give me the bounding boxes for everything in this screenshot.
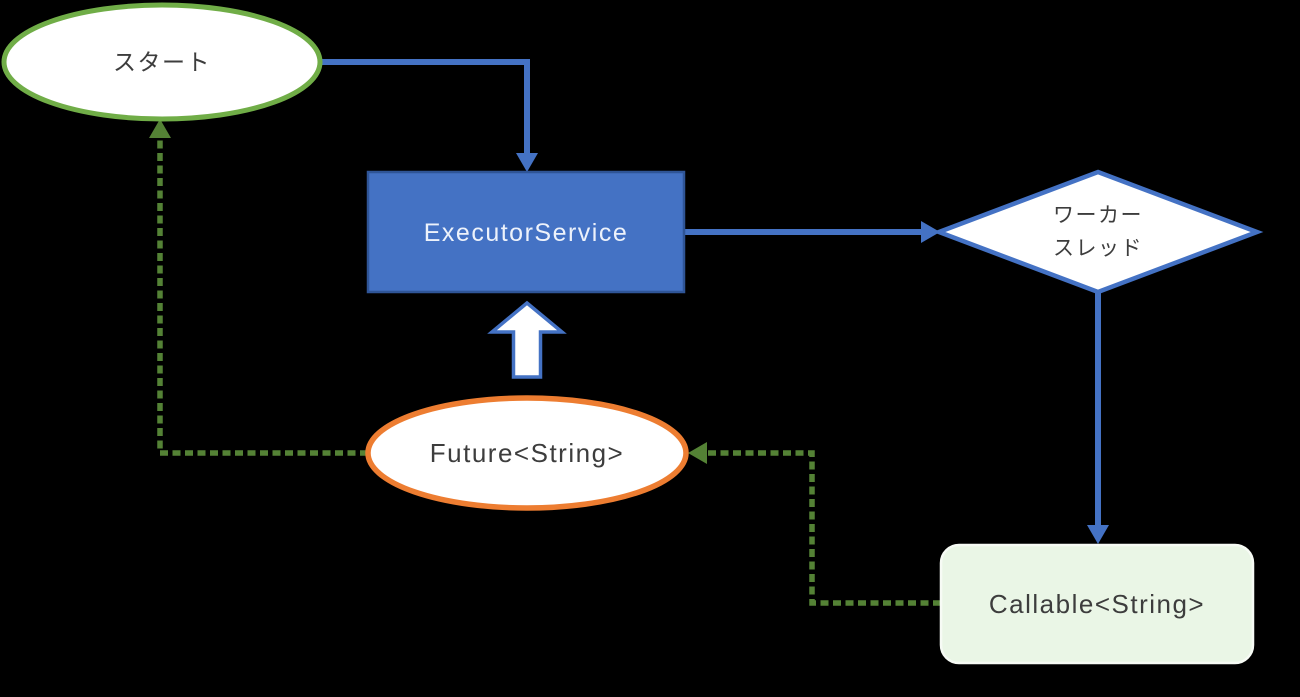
dashed-arrow-callable-to-future [688,442,941,606]
worker-thread-label-line2: スレッド [1053,237,1143,260]
block-arrow-up-future-to-executorservice [487,300,567,379]
node-future: Future<String> [365,395,689,511]
arrowhead-down-icon [1087,525,1109,544]
arrowhead-up-icon [149,119,171,138]
start-label: スタート [113,49,211,75]
dashed-arrow-future-to-start-line [157,136,368,456]
future-ellipse [365,395,689,511]
node-start: スタート [1,2,323,122]
arrow-executorservice-to-worker [684,221,940,243]
worker-thread-diamond [932,169,1264,295]
dashed-arrow-future-to-start [149,119,368,456]
executorservice-rect [366,170,686,294]
arrow-worker-to-callable [1087,290,1109,544]
start-ellipse [1,2,323,122]
node-worker-thread: ワーカー スレッド [932,169,1264,295]
node-executorservice: ExecutorService [366,170,686,294]
arrowhead-right-icon [921,221,940,243]
node-callable: Callable<String> [939,543,1255,665]
dashed-arrow-callable-to-future-line [704,450,941,606]
future-label: Future<String> [430,438,624,468]
arrow-start-to-executorservice [318,59,538,172]
arrowhead-down-icon [516,153,538,172]
callable-label: Callable<String> [989,589,1205,619]
executorservice-label: ExecutorService [424,219,629,247]
arrowhead-left-icon [688,442,707,464]
arrow-start-to-executorservice-line [318,59,530,156]
callable-rect [939,543,1255,665]
worker-thread-label-line1: ワーカー [1053,204,1143,227]
